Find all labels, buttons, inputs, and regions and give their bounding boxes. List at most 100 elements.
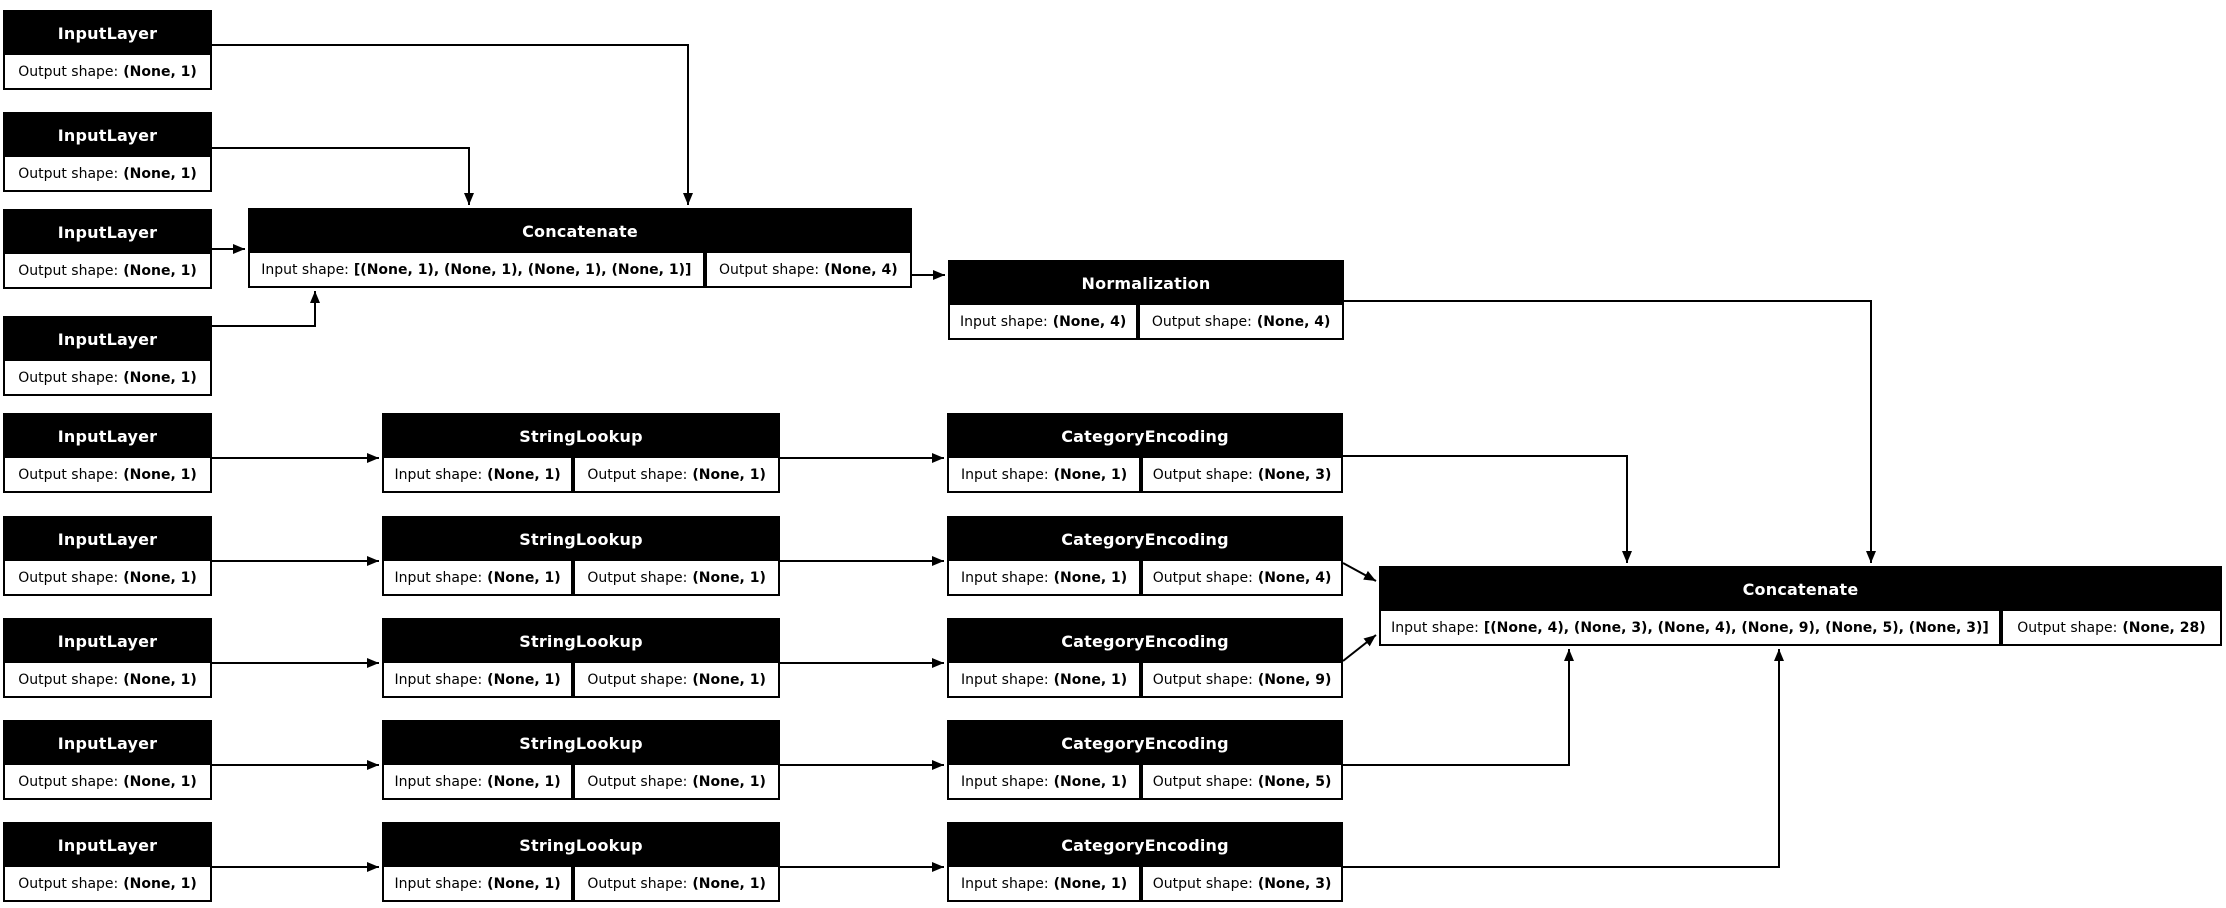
node-title: StringLookup [519, 530, 643, 549]
edge-categoryencoding-2_to_concatenate-2 [1342, 562, 1377, 582]
shape-value: (None, 1) [487, 773, 561, 790]
input-shape-cell: Input shape:(None, 1) [949, 458, 1140, 491]
output-shape-cell: Output shape:(None, 4) [1143, 561, 1341, 594]
input-shape-cell: Input shape:(None, 1) [949, 663, 1140, 696]
input-shape-cell: Input shape:[(None, 1), (None, 1), (None… [250, 253, 703, 286]
shape-value: (None, 28) [2122, 619, 2206, 636]
node-title: StringLookup [519, 734, 643, 753]
node-title: StringLookup [519, 836, 643, 855]
shape-value: (None, 3) [1257, 875, 1332, 892]
edge-categoryencoding-3_to_concatenate-2 [1342, 634, 1377, 662]
node-cells: Input shape:(None, 1)Output shape:(None,… [949, 867, 1341, 900]
shape-label: Output shape: [719, 261, 820, 278]
shape-label: Input shape: [394, 466, 483, 483]
node-cells: Output shape:(None, 1) [5, 765, 210, 798]
shape-label: Output shape: [2017, 619, 2118, 636]
node-title: CategoryEncoding [1061, 530, 1229, 549]
output-shape-cell: Output shape:(None, 1) [5, 361, 210, 394]
input-shape-cell: Input shape:(None, 1) [949, 867, 1140, 900]
node-cells: Input shape:(None, 4)Output shape:(None,… [950, 305, 1342, 338]
edge-categoryencoding-1_to_concatenate-2 [1343, 455, 1632, 563]
output-shape-cell: Output shape:(None, 1) [575, 867, 778, 900]
node-title: InputLayer [57, 836, 158, 855]
node-cells: Input shape:(None, 1)Output shape:(None,… [949, 765, 1341, 798]
shape-label: Output shape: [587, 466, 688, 483]
node-title: InputLayer [57, 126, 158, 145]
output-shape-cell: Output shape:(None, 1) [575, 663, 778, 696]
shape-label: Output shape: [1152, 671, 1253, 688]
shape-value: (None, 1) [487, 466, 561, 483]
output-shape-cell: Output shape:(None, 1) [5, 157, 210, 190]
shape-value: (None, 1) [1053, 569, 1128, 586]
shape-label: Input shape: [394, 773, 483, 790]
input-shape-cell: Input shape:(None, 1) [384, 867, 572, 900]
node-title: InputLayer [57, 734, 158, 753]
shape-label: Output shape: [18, 165, 119, 182]
edge-normalization-1_to_concatenate-2 [1344, 300, 1876, 563]
node-title: InputLayer [57, 330, 158, 349]
node-cells: Output shape:(None, 1) [5, 458, 210, 491]
node-cells: Input shape:[(None, 1), (None, 1), (None… [250, 253, 910, 286]
shape-label: Output shape: [18, 569, 119, 586]
shape-label: Output shape: [1152, 875, 1253, 892]
node-title: Normalization [1081, 274, 1211, 293]
output-shape-cell: Output shape:(None, 1) [5, 254, 210, 287]
input-shape-cell: Input shape:(None, 1) [384, 765, 572, 798]
shape-label: Input shape: [960, 875, 1049, 892]
output-shape-cell: Output shape:(None, 4) [706, 253, 910, 286]
node-cells: Output shape:(None, 1) [5, 867, 210, 900]
shape-value: (None, 1) [123, 369, 197, 386]
input-shape-cell: Input shape:(None, 1) [949, 765, 1140, 798]
shape-label: Input shape: [960, 313, 1048, 330]
shape-label: Output shape: [18, 63, 119, 80]
node-cells: Output shape:(None, 1) [5, 561, 210, 594]
output-shape-cell: Output shape:(None, 3) [1143, 867, 1341, 900]
node-title: InputLayer [57, 223, 158, 242]
output-shape-cell: Output shape:(None, 1) [5, 867, 210, 900]
node-cells: Input shape:(None, 1)Output shape:(None,… [949, 458, 1341, 491]
shape-value: (None, 5) [1257, 773, 1332, 790]
shape-value: (None, 4) [1052, 313, 1127, 330]
shape-label: Input shape: [394, 875, 483, 892]
shape-value: [(None, 4), (None, 3), (None, 4), (None,… [1483, 619, 1989, 636]
shape-label: Output shape: [18, 262, 119, 279]
shape-label: Output shape: [587, 569, 688, 586]
input-shape-cell: Input shape:(None, 1) [384, 458, 572, 491]
node-title: InputLayer [57, 427, 158, 446]
edge-inputlayer-4_to_concatenate-1 [212, 291, 320, 327]
edge-categoryencoding-5_to_concatenate-2 [1343, 649, 1784, 868]
node-title: Concatenate [522, 222, 638, 241]
node-cells: Output shape:(None, 1) [5, 55, 210, 88]
output-shape-cell: Output shape:(None, 1) [575, 561, 778, 594]
node-title: InputLayer [57, 24, 158, 43]
output-shape-cell: Output shape:(None, 28) [2002, 611, 2220, 644]
shape-value: (None, 3) [1257, 466, 1332, 483]
node-title: InputLayer [57, 632, 158, 651]
shape-label: Input shape: [394, 569, 483, 586]
shape-value: (None, 1) [123, 262, 197, 279]
shape-label: Input shape: [960, 569, 1049, 586]
shape-value: (None, 1) [123, 671, 197, 688]
output-shape-cell: Output shape:(None, 1) [575, 765, 778, 798]
shape-value: (None, 1) [123, 569, 197, 586]
output-shape-cell: Output shape:(None, 1) [5, 561, 210, 594]
node-cells: Input shape:(None, 1)Output shape:(None,… [384, 561, 778, 594]
node-cells: Input shape:(None, 1)Output shape:(None,… [384, 867, 778, 900]
node-title: CategoryEncoding [1061, 427, 1229, 446]
